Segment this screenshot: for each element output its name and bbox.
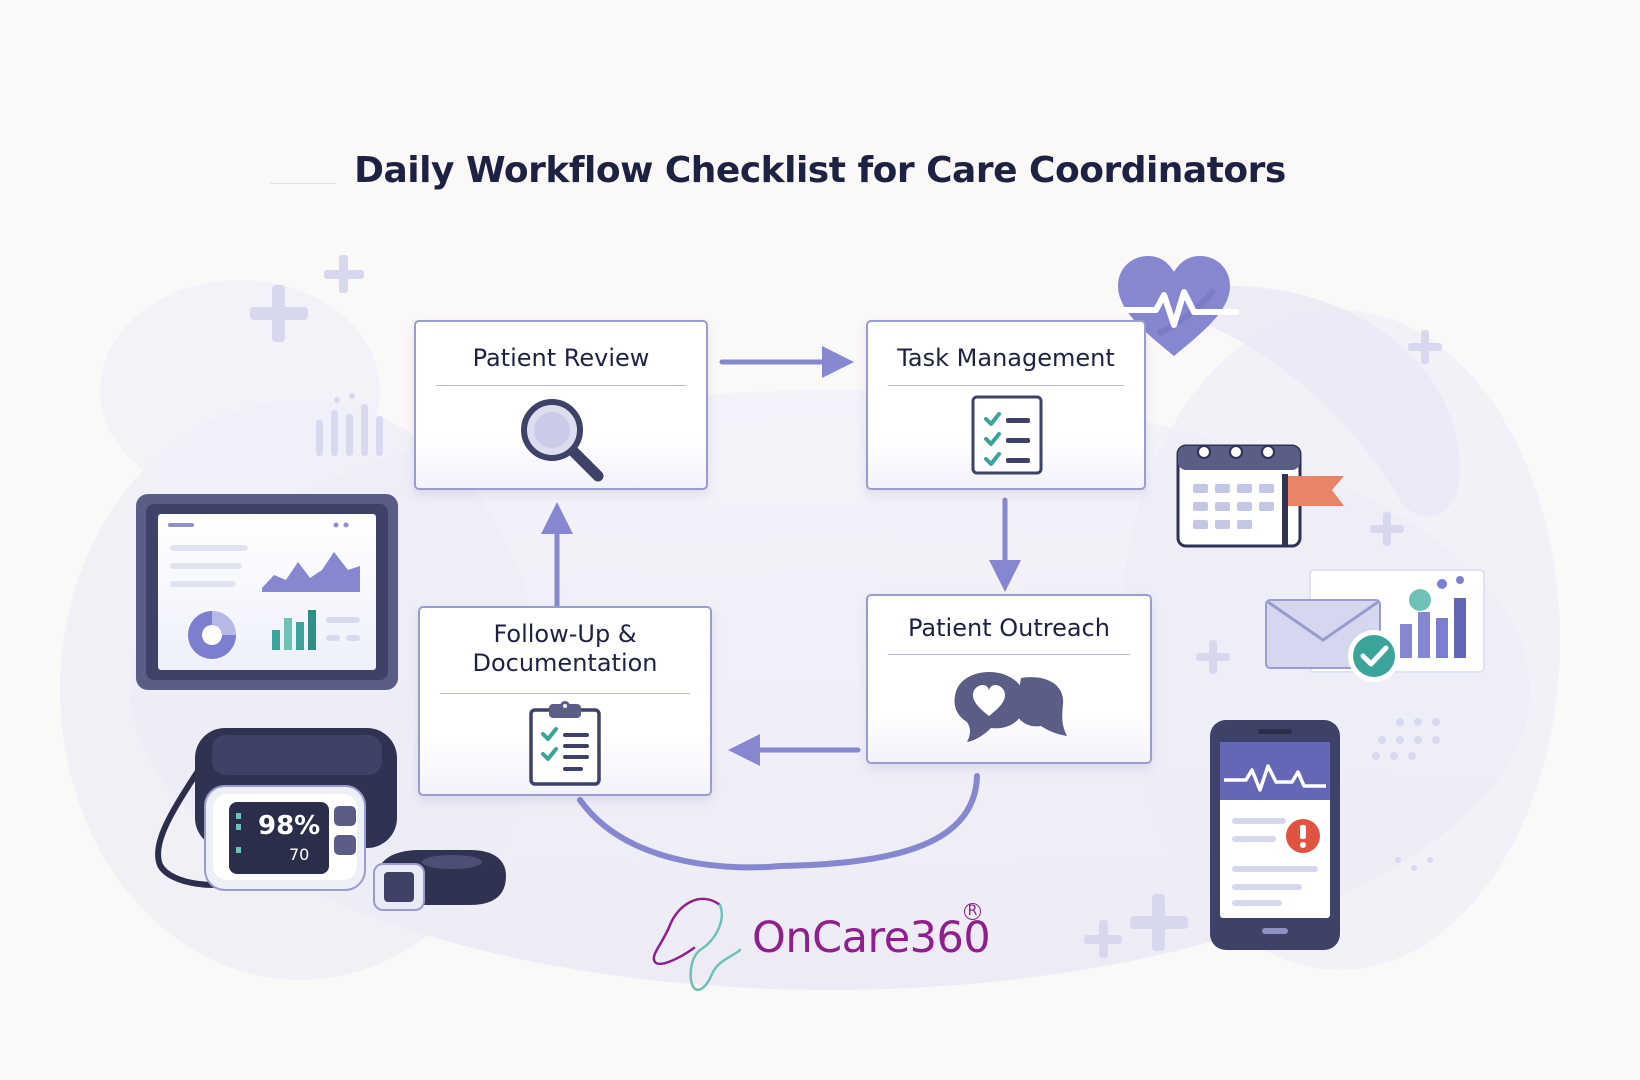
title-rule-left (270, 183, 340, 184)
email-report-icon (1265, 569, 1485, 682)
magnifying-glass-icon (521, 399, 604, 482)
step-title-line1: Follow-Up & (493, 620, 637, 648)
step-title: Patient Review (472, 344, 650, 372)
brand-logo: OnCare360 R (648, 895, 991, 995)
step-card-task-management: Task Management (866, 320, 1146, 490)
chat-bubbles-icon (954, 672, 1067, 742)
step-divider (888, 654, 1130, 655)
oncare-logo-icon (652, 897, 742, 991)
flow-arrows (554, 359, 1008, 871)
monitor-secondary-reading: 70 (289, 845, 309, 864)
step-card-patient-outreach: Patient Outreach (866, 594, 1152, 764)
page-title: Daily Workflow Checklist for Care Coordi… (336, 150, 1304, 191)
heart-pulse-icon (1118, 256, 1239, 356)
step-title-line2: Documentation (472, 649, 658, 677)
monitor-primary-reading: 98% (258, 811, 320, 841)
checklist-icon (971, 395, 1043, 475)
plus-sparkles-icon (250, 255, 1442, 958)
tablet-dashboard-icon (136, 494, 398, 690)
step-divider (888, 385, 1124, 386)
step-title: Patient Outreach (908, 614, 1110, 642)
brand-name: OnCare360 (752, 913, 991, 963)
flow-arrowheads (541, 346, 1021, 766)
step-card-patient-review: Patient Review (414, 320, 708, 490)
bar-dots-decoration (316, 393, 1440, 871)
step-divider (436, 385, 686, 386)
step-card-follow-up-documentation: Follow-Up & Documentation (418, 606, 712, 796)
vitals-monitor-icon: 98% 70 (155, 728, 397, 891)
registered-mark: R (964, 903, 981, 920)
pulse-oximeter-icon (373, 850, 506, 911)
title-container: Daily Workflow Checklist for Care Coordi… (0, 150, 1640, 191)
step-title: Task Management (897, 344, 1115, 372)
smartphone-alert-icon (1210, 720, 1340, 950)
step-divider (440, 693, 690, 694)
clipboard-icon (529, 701, 601, 786)
calendar-icon (1176, 444, 1344, 548)
